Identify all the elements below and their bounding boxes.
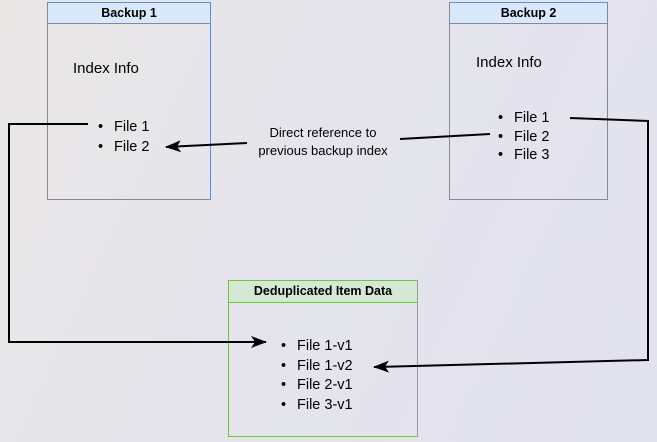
file-list-item: File 1-v1 bbox=[281, 337, 353, 357]
dedup-file-list: File 1-v1File 1-v2File 2-v1File 3-v1 bbox=[281, 337, 353, 415]
file-list-item: File 2 bbox=[498, 128, 549, 147]
file-list-item: File 2-v1 bbox=[281, 376, 353, 396]
backup1-title: Backup 1 bbox=[48, 3, 210, 24]
file-list-item: File 1 bbox=[98, 118, 149, 138]
backup2-box: Backup 2 Index Info File 1File 2File 3 bbox=[449, 2, 608, 200]
file-list-item: File 2 bbox=[98, 138, 149, 158]
deduplicated-item-data-box: Deduplicated Item Data File 1-v1File 1-v… bbox=[228, 280, 418, 437]
backup1-box: Backup 1 Index Info File 1File 2 bbox=[47, 2, 211, 200]
backup2-file-list: File 1File 2File 3 bbox=[498, 109, 549, 165]
backup2-title: Backup 2 bbox=[450, 3, 607, 24]
backup1-file-list: File 1File 2 bbox=[98, 118, 149, 157]
dedup-title: Deduplicated Item Data bbox=[229, 281, 417, 303]
annotation-line-2: previous backup index bbox=[258, 143, 388, 158]
file-list-item: File 1-v2 bbox=[281, 357, 353, 377]
backup2-index-info-label: Index Info bbox=[476, 54, 542, 71]
annotation-line-1: Direct reference to bbox=[269, 125, 377, 140]
file-list-item: File 1 bbox=[498, 109, 549, 128]
file-list-item: File 3 bbox=[498, 146, 549, 165]
direct-reference-annotation: Direct reference to previous backup inde… bbox=[240, 124, 406, 160]
backup1-index-info-label: Index Info bbox=[73, 60, 139, 77]
file-list-item: File 3-v1 bbox=[281, 396, 353, 416]
